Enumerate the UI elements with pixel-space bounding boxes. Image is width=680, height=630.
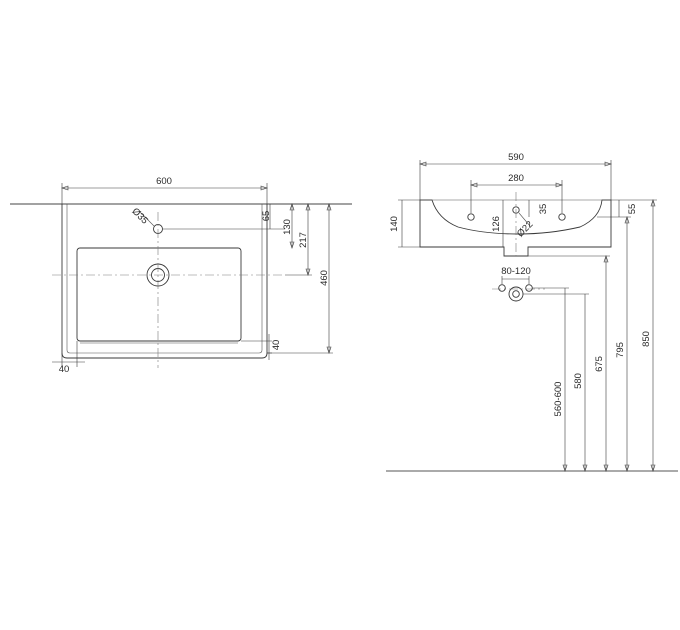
tap-hole-diameter-label: Ø35 (130, 206, 150, 226)
tap-diameter-label: Ø22 (515, 219, 535, 239)
tap-diameter-leader (518, 212, 531, 227)
waste-spacing-label: 80-120 (501, 266, 531, 277)
vertical-dim-arrows (289, 203, 332, 354)
basin-bowl (76, 247, 242, 342)
waste-pipe-left (498, 284, 506, 292)
waste-outlet-inner (512, 290, 520, 298)
total-depth-label: 460 (319, 270, 330, 286)
rim-height-label: 55 (627, 204, 638, 215)
top-view: 600 65 130 217 460 40 40 Ø35 (10, 176, 352, 375)
tap-offset-label-side: 35 (538, 204, 549, 215)
waste-pipe-right (525, 284, 533, 292)
rim-side-label: 40 (59, 364, 70, 375)
height-label: 140 (389, 216, 400, 232)
basin-rim-inner (66, 204, 263, 354)
basin-front-outline (419, 199, 612, 257)
tap-hole-leader (139, 211, 155, 227)
rim-front-label: 40 (271, 340, 282, 351)
overall-width-label: 590 (508, 152, 524, 163)
dim-590-arrows (419, 161, 612, 167)
side-view: 590 280 140 126 35 Ø22 55 80-120 (386, 152, 678, 472)
depth-to-tap-label: 130 (282, 219, 293, 235)
floor-to-drain-label: 675 (594, 356, 605, 372)
floor-to-trap-label: 580 (573, 373, 584, 389)
dim-280-arrows (470, 182, 563, 188)
floor-to-waste-label: 560-600 (553, 382, 564, 417)
tap-hole-left (467, 213, 475, 221)
floor-dim-arrows (562, 199, 656, 472)
tap-depth-label: 126 (491, 216, 502, 232)
floor-to-rim-label: 850 (641, 331, 652, 347)
tap-spacing-label: 280 (508, 173, 524, 184)
width-label: 600 (156, 176, 172, 187)
width-arrows (61, 185, 268, 191)
floor-to-underside-label: 795 (615, 342, 626, 358)
depth-to-drain-label: 217 (298, 232, 309, 248)
tap-offset-label: 65 (261, 211, 272, 222)
tap-hole-right (558, 213, 566, 221)
basin-outline (61, 204, 268, 359)
